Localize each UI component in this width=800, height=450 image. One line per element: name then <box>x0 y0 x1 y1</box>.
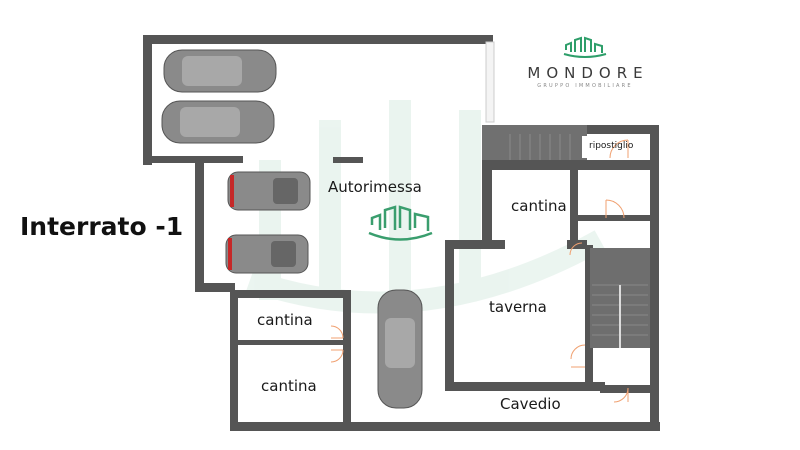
brand-subtitle: GRUPPO IMMOBILIARE <box>537 83 633 89</box>
brand-logo: MONDORE GRUPPO IMMOBILIARE <box>520 36 650 89</box>
car-icon <box>377 289 423 409</box>
room-label-cantina: cantina <box>261 377 317 395</box>
car-icon <box>163 49 277 93</box>
car-icon <box>227 171 311 211</box>
brand-name: MONDORE <box>527 64 649 82</box>
ramp <box>485 41 495 123</box>
room-label-cavedio: Cavedio <box>500 395 561 413</box>
cars <box>161 49 423 409</box>
stairs-top <box>482 125 648 160</box>
room-label-cantina: cantina <box>257 311 313 329</box>
stairs-right <box>590 248 650 348</box>
room-label-cantina: cantina <box>511 197 567 215</box>
doors <box>330 139 629 403</box>
brand-logo-icon <box>368 205 433 241</box>
room-label-taverna: taverna <box>489 298 547 316</box>
car-icon <box>161 100 275 144</box>
room-label-autorimessa: Autorimessa <box>328 178 422 196</box>
room-label-ripostiglio: ripostiglio <box>589 141 634 151</box>
floor-title: Interrato -1 <box>20 212 184 241</box>
car-icon <box>225 234 309 274</box>
brand-logo-icon <box>563 36 607 58</box>
